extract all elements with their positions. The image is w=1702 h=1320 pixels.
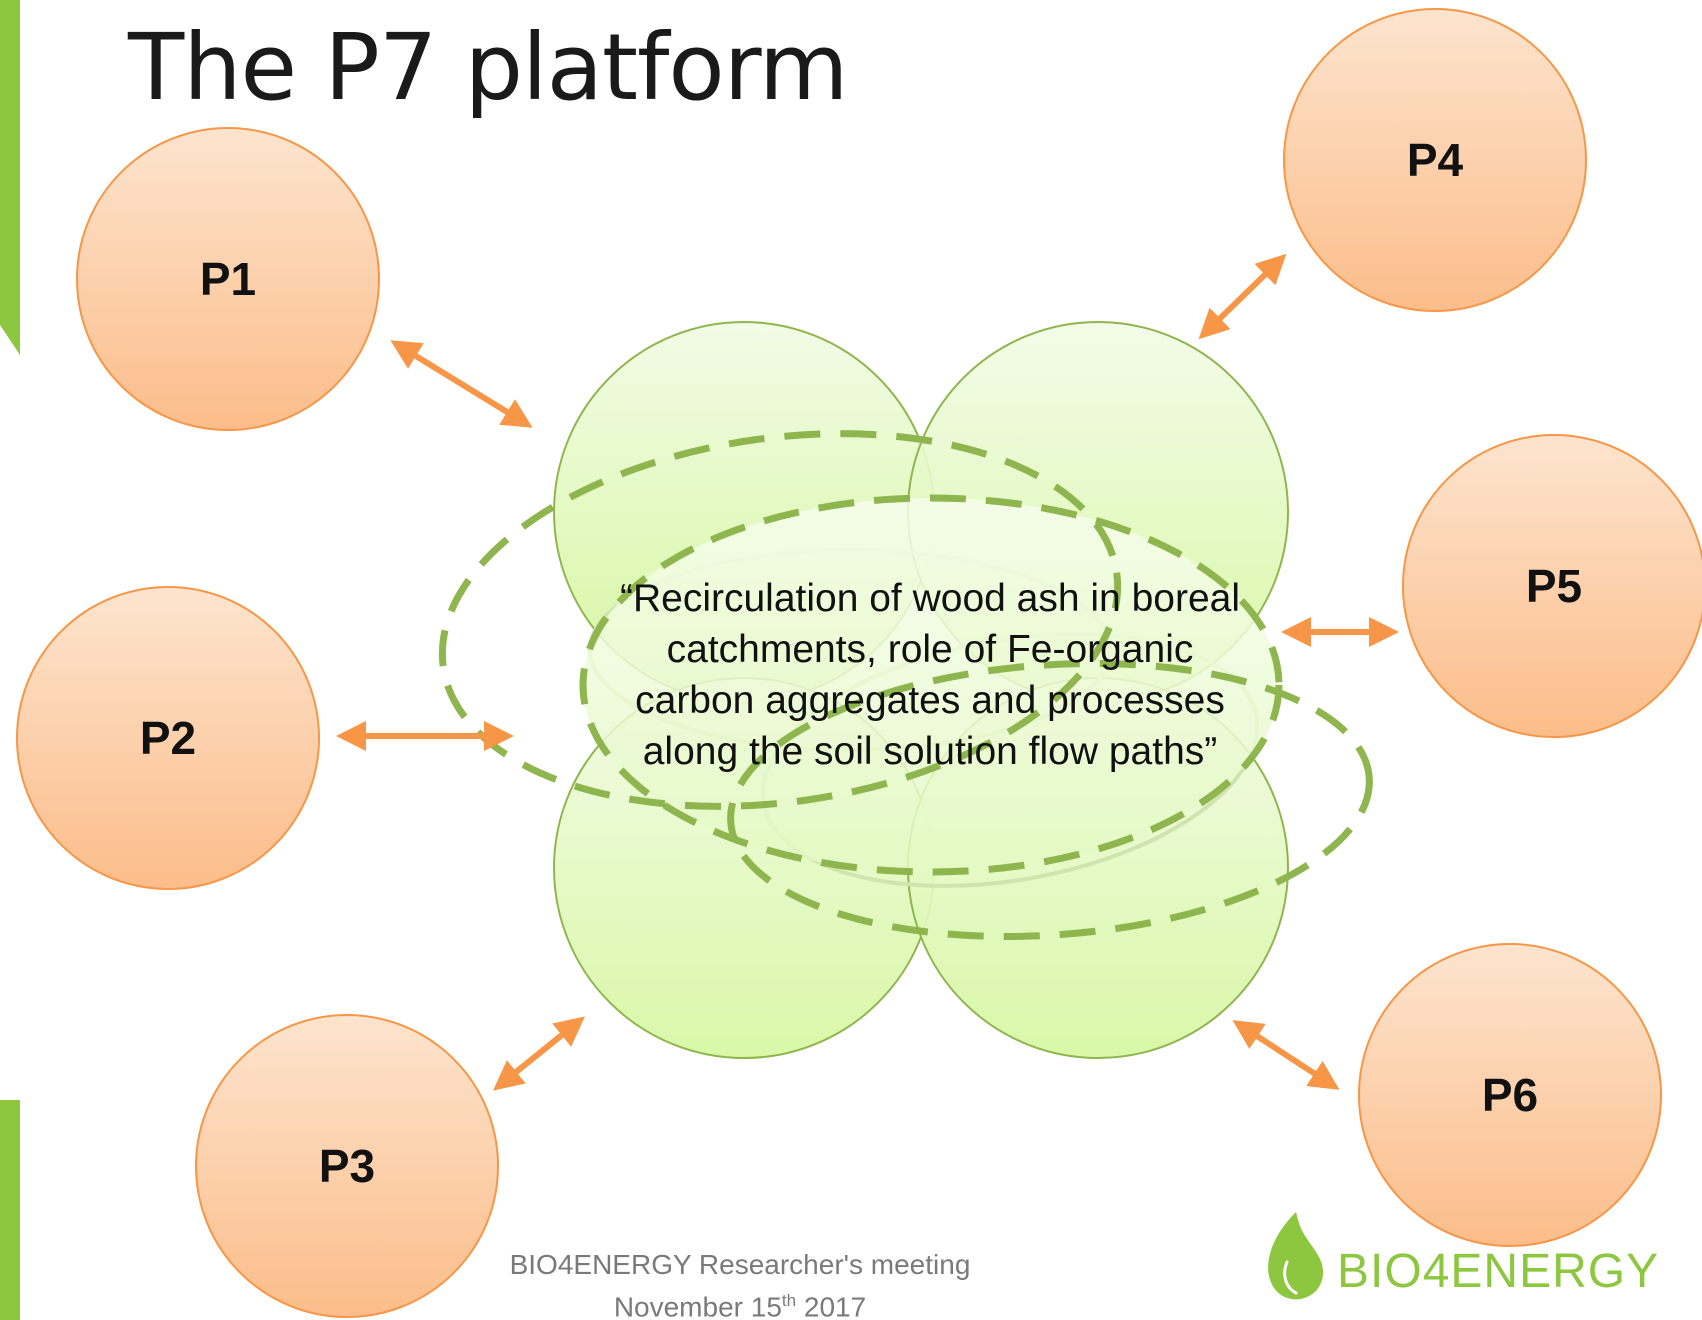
partner-p1: P1 (76, 127, 380, 431)
footer-line-1: BIO4ENERGY Researcher's meeting (509, 1249, 971, 1280)
partner-circle-p3 (195, 1014, 499, 1318)
partner-p3: P3 (195, 1014, 499, 1318)
partner-label-p4: P4 (1407, 134, 1464, 186)
arrow-p3 (492, 1016, 586, 1091)
bio4energy-logo-icon (1268, 1212, 1324, 1300)
partner-p2: P2 (16, 586, 320, 890)
partner-circle-p6 (1358, 943, 1662, 1247)
partner-circle-p5 (1402, 434, 1702, 738)
center-description: “Recirculation of wood ash in boreal cat… (619, 577, 1240, 773)
partner-p4: P4 (1283, 8, 1587, 312)
dashed-ellipse-upper-left (438, 430, 1122, 810)
partner-label-p5: P5 (1526, 560, 1582, 612)
partner-circle-p2 (16, 586, 320, 890)
slide-title: The P7 platform (128, 14, 849, 121)
partner-label-p6: P6 (1482, 1069, 1538, 1121)
partner-circle-p1 (76, 127, 380, 431)
footer-date-prefix: November 15 (613, 1291, 782, 1320)
footer-date-suffix-sup: th (781, 1291, 797, 1310)
partner-p5: P5 (1402, 434, 1702, 738)
partner-label-p1: P1 (200, 253, 256, 305)
arrow-p1 (390, 340, 533, 428)
left-accent-bar-top (0, 0, 20, 355)
arrow-p4 (1198, 253, 1287, 340)
partner-label-p3: P3 (319, 1140, 375, 1192)
dashed-ellipse-lower-right (727, 659, 1373, 941)
partner-circle-p4 (1283, 8, 1587, 312)
partner-label-p2: P2 (140, 712, 196, 764)
partner-p6: P6 (1358, 943, 1662, 1247)
arrow-p6 (1232, 1020, 1340, 1090)
left-accent-bar-bottom (0, 1100, 20, 1320)
footer-date-year: 2017 (796, 1291, 867, 1320)
bio4energy-logo-text: BIO4ENERGY (1337, 1245, 1660, 1298)
center-ellipse (579, 494, 1283, 876)
connector-arrows (336, 253, 1399, 1091)
footer: BIO4ENERGY Researcher's meeting November… (440, 1247, 1040, 1320)
footer-line-2: November 15th 2017 (440, 1283, 1040, 1320)
